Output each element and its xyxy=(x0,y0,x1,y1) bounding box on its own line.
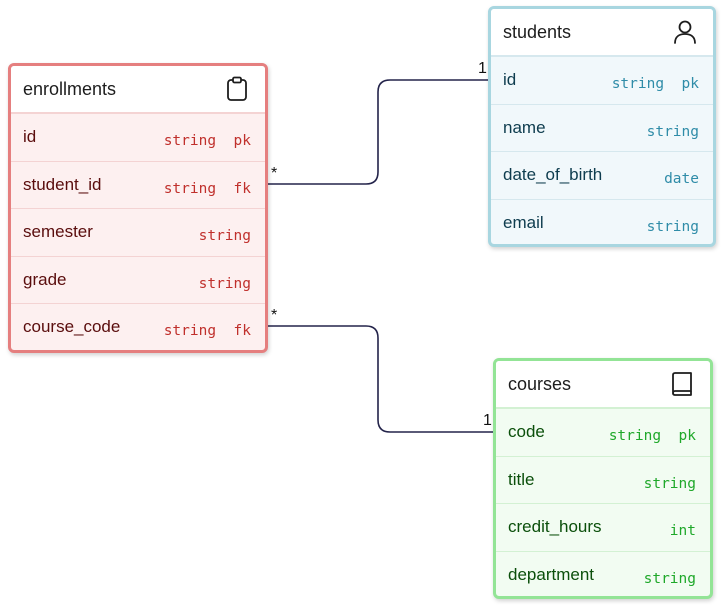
clipboard-icon xyxy=(227,76,247,101)
field-row-course-code[interactable]: course_code string fk xyxy=(11,303,265,350)
field-row-id[interactable]: id string pk xyxy=(11,113,265,161)
field-type: string fk xyxy=(163,323,251,340)
field-type: string pk xyxy=(163,133,251,150)
entity-enrollments[interactable]: enrollments id string pk student_id stri… xyxy=(8,63,268,353)
field-type: string fk xyxy=(163,180,251,197)
field-type: string xyxy=(646,218,699,235)
cardinality-one-students: 1 xyxy=(478,60,487,77)
field-type: string xyxy=(646,123,699,140)
field-type: string xyxy=(198,228,251,245)
field-name: id xyxy=(503,70,517,90)
field-type: string xyxy=(198,275,251,292)
field-type: string xyxy=(643,475,696,492)
entity-courses[interactable]: courses code string pk title string cred… xyxy=(493,358,713,599)
cardinality-many-courses: * xyxy=(271,307,277,324)
entity-title: students xyxy=(503,21,572,42)
entity-title: enrollments xyxy=(23,78,117,99)
field-name: student_id xyxy=(23,174,102,194)
field-type: date xyxy=(664,171,699,188)
field-type: int xyxy=(669,523,696,540)
field-row-id[interactable]: id string pk xyxy=(491,56,713,104)
field-name: semester xyxy=(23,222,93,242)
field-row-student-id[interactable]: student_id string fk xyxy=(11,160,265,209)
field-name: code xyxy=(508,422,545,442)
entity-title: courses xyxy=(508,373,572,394)
field-row-credit-hours[interactable]: credit_hours int xyxy=(496,503,710,551)
relation-student-line xyxy=(258,79,495,185)
field-row-grade[interactable]: grade string xyxy=(11,255,265,304)
cardinality-one-courses: 1 xyxy=(483,412,492,429)
field-name: email xyxy=(503,212,544,232)
field-name: title xyxy=(508,469,535,489)
field-row-semester[interactable]: semester string xyxy=(11,208,265,256)
field-row-code[interactable]: code string pk xyxy=(496,408,710,456)
user-icon xyxy=(674,20,696,44)
field-type: string pk xyxy=(608,428,696,445)
field-name: date_of_birth xyxy=(503,165,603,185)
field-type: string pk xyxy=(611,76,699,93)
field-name: department xyxy=(508,564,594,584)
field-name: id xyxy=(23,127,37,147)
field-row-date-of-birth[interactable]: date_of_birth date xyxy=(491,151,713,199)
field-name: course_code xyxy=(23,317,121,337)
relation-course-line xyxy=(258,325,500,433)
entity-header: students xyxy=(491,9,713,56)
field-row-email[interactable]: email string xyxy=(491,198,713,245)
field-name: credit_hours xyxy=(508,517,602,537)
field-row-title[interactable]: title string xyxy=(496,455,710,504)
field-name: name xyxy=(503,117,546,137)
entity-header: courses xyxy=(496,361,710,408)
cardinality-many-students: * xyxy=(271,165,277,182)
field-row-department[interactable]: department string xyxy=(496,550,710,597)
field-name: grade xyxy=(23,269,67,289)
field-type: string xyxy=(643,570,696,587)
entity-header: enrollments xyxy=(11,66,265,113)
field-row-name[interactable]: name string xyxy=(491,103,713,152)
entity-students[interactable]: students id string pk name string date_o… xyxy=(488,6,716,247)
book-icon xyxy=(672,372,692,396)
